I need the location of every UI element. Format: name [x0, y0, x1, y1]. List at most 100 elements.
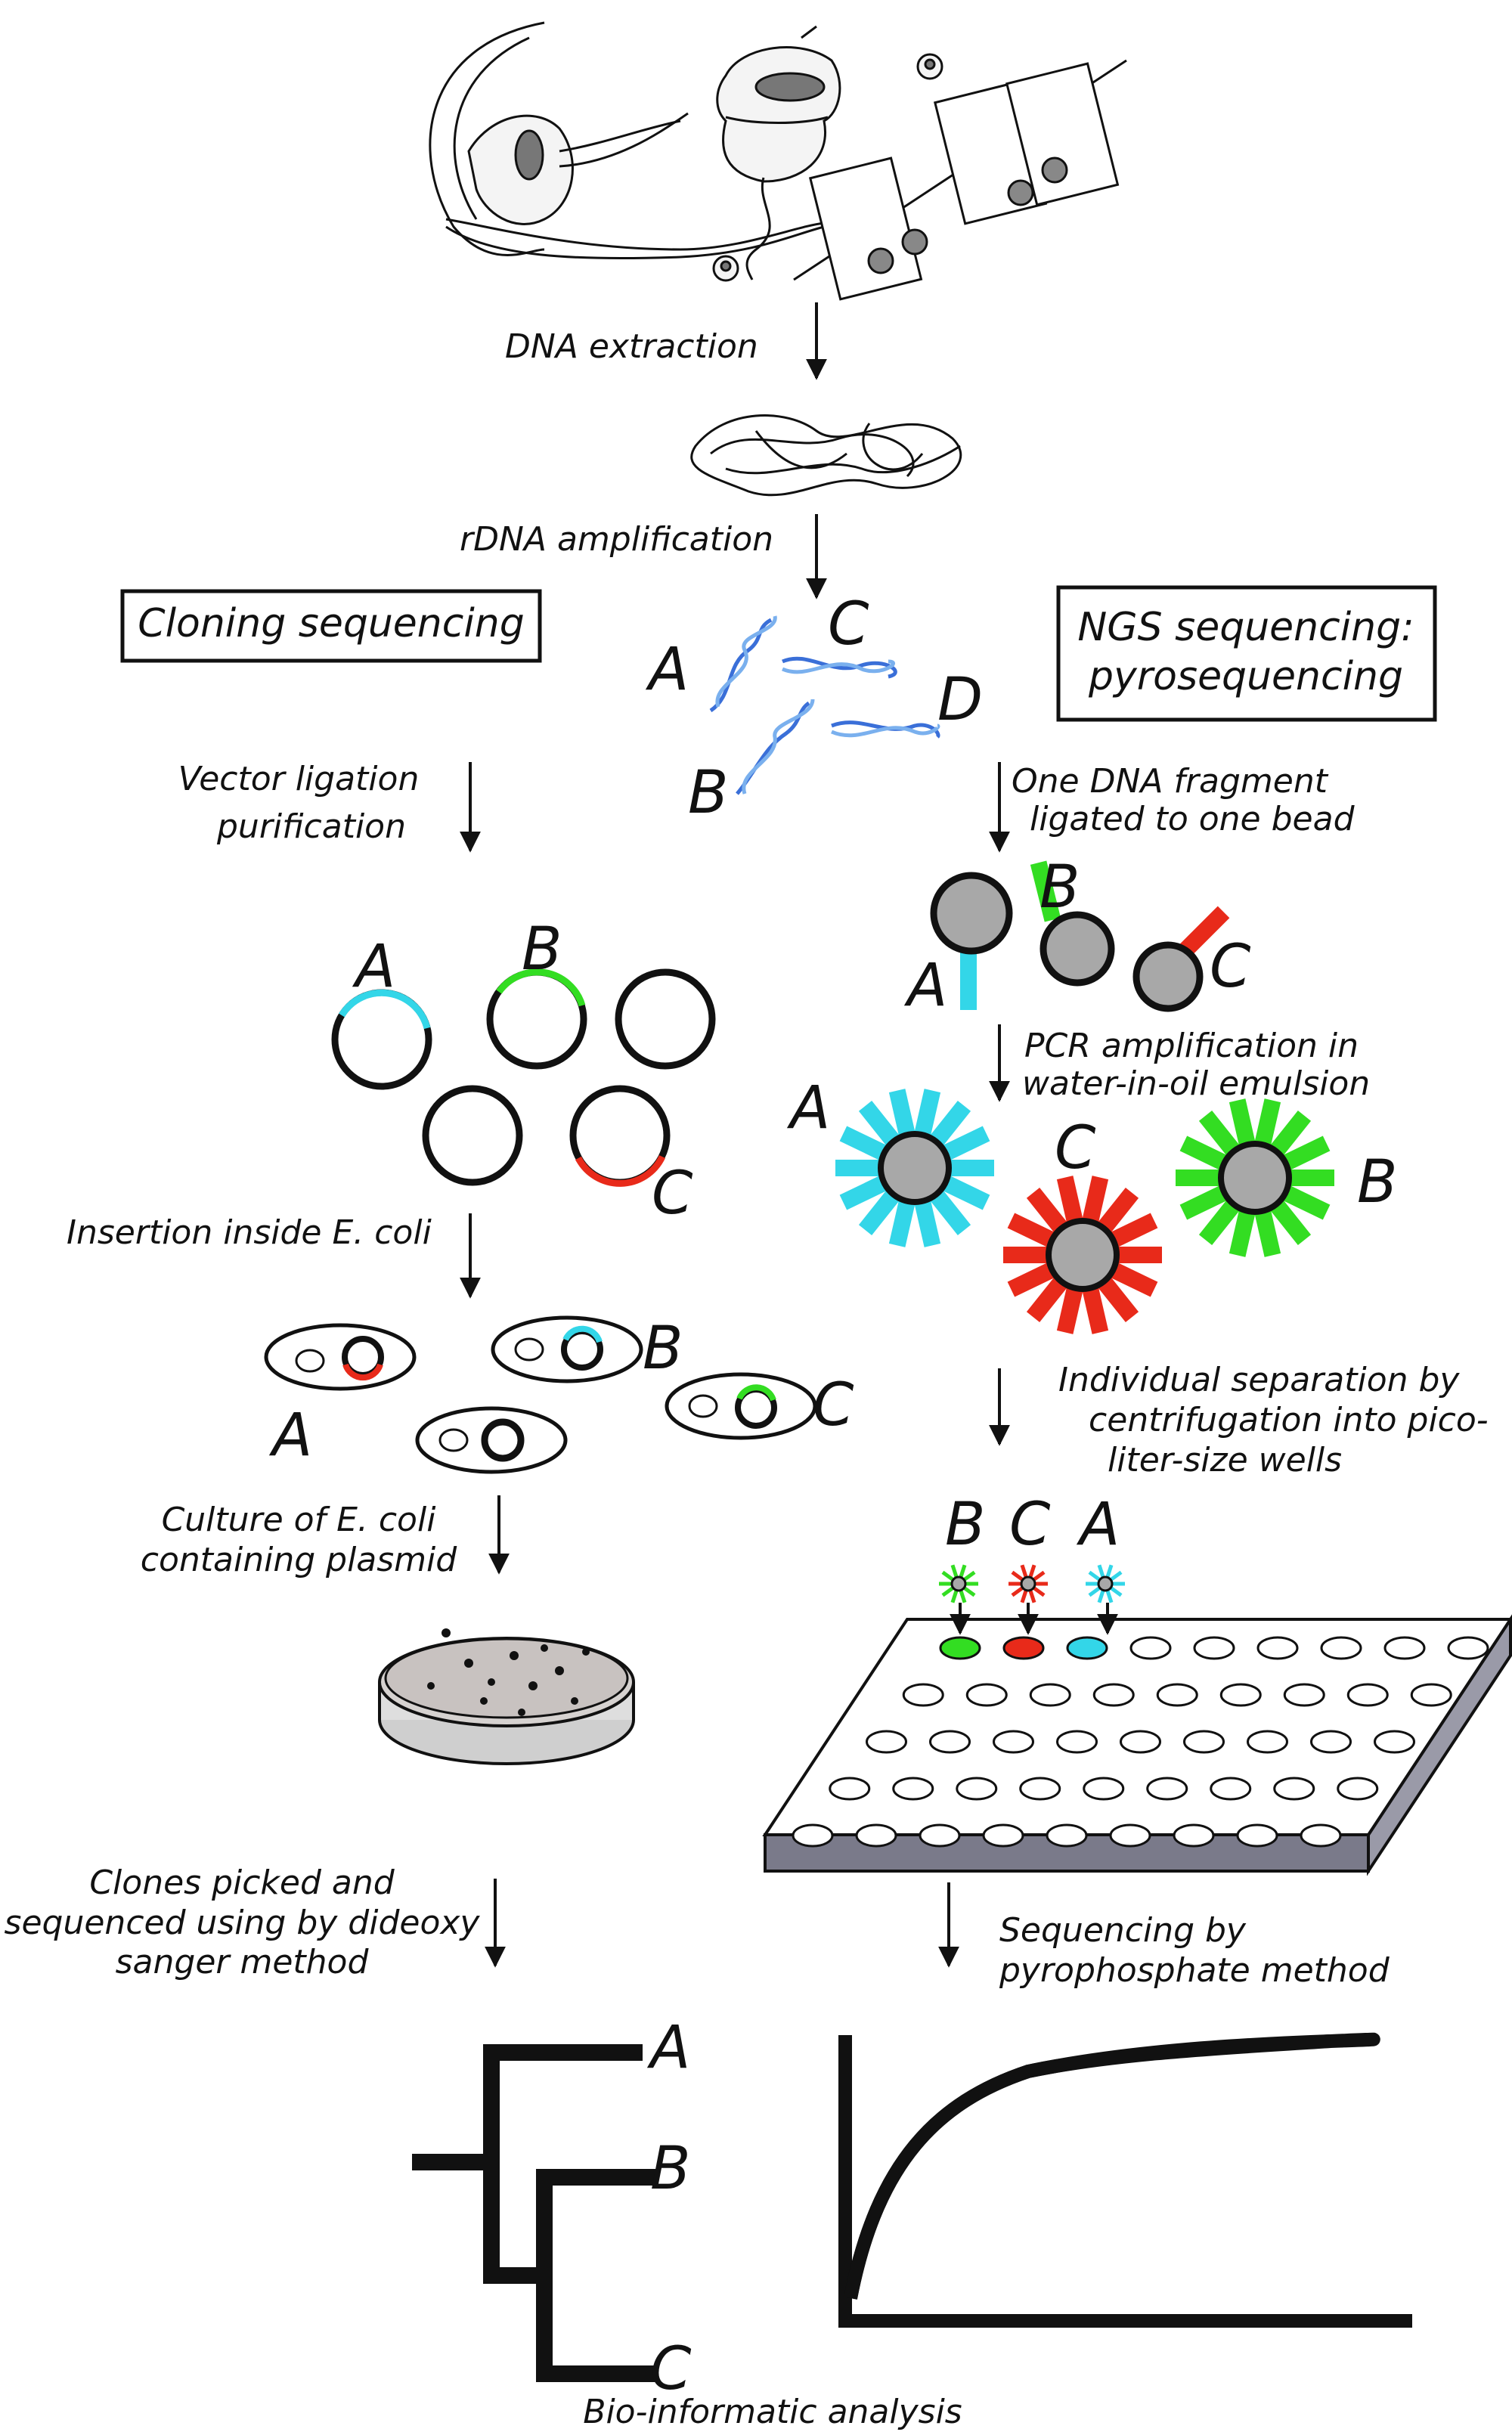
plasmid-label-b: B	[522, 915, 562, 984]
step-clones-line1: Clones picked and	[89, 1864, 395, 1902]
well	[1247, 1730, 1288, 1754]
plasmid-empty-1	[615, 968, 716, 1070]
bead-c	[1132, 941, 1204, 1012]
rarefaction-curve	[838, 2032, 1412, 2328]
ngs-title-line1: NGS sequencing:	[1077, 605, 1414, 650]
well	[1310, 1730, 1352, 1754]
ecoli-cell-empty	[415, 1406, 568, 1474]
well	[1046, 1823, 1088, 1848]
footer-bioinformatic: Bio-informatic analysis	[583, 2393, 962, 2431]
diatom-chain-drawing	[793, 59, 1127, 301]
well	[1210, 1777, 1252, 1801]
well	[1066, 1636, 1108, 1660]
well	[1383, 1636, 1426, 1660]
fragment-label-d: D	[937, 666, 983, 734]
dinoflagellate-left-drawing	[429, 21, 825, 260]
well	[892, 1777, 934, 1801]
step-fragment-bead-line1: One DNA fragment	[1012, 762, 1329, 801]
petri-dish	[378, 1628, 635, 1765]
ecoli-label-a: A	[268, 1402, 312, 1470]
single-beads	[930, 860, 1230, 1012]
step-culture-line2: containing plasmid	[141, 1541, 457, 1579]
well	[982, 1823, 1024, 1848]
fragment-label-c: C	[828, 590, 869, 658]
bead	[950, 1575, 967, 1592]
ngs-title-box	[1056, 585, 1437, 722]
step-pcr-line1: PCR amplification in	[1024, 1027, 1359, 1065]
well-label-c: C	[1009, 1491, 1051, 1559]
well	[1002, 1636, 1045, 1660]
fragment-label-b: B	[688, 759, 729, 827]
organisms-illustration	[429, 21, 1127, 301]
well-drop-arrows	[950, 1603, 1118, 1635]
well	[1173, 1823, 1215, 1848]
bead	[878, 1131, 952, 1205]
cloning-title-box	[120, 589, 542, 663]
plasmid-label-a: A	[352, 933, 395, 1001]
well	[929, 1730, 971, 1754]
well	[1236, 1823, 1278, 1848]
plate-top	[762, 1618, 1512, 1836]
step-separation-line2: centrifugation into pico-	[1089, 1401, 1489, 1439]
small-burst-c	[1009, 1564, 1048, 1603]
phylogenetic-tree	[412, 2044, 658, 2382]
well	[956, 1777, 998, 1801]
plasmid-a-insert	[339, 989, 431, 1030]
well	[1346, 1683, 1389, 1707]
bead-label-b: B	[1040, 854, 1080, 922]
well	[965, 1683, 1008, 1707]
well	[939, 1636, 981, 1660]
bead-a	[930, 872, 1013, 955]
bead-label-a: A	[903, 952, 947, 1020]
step-separation-line1: Individual separation by	[1058, 1361, 1460, 1399]
step-vector-ligation-line2: purification	[216, 807, 406, 846]
bead	[1218, 1141, 1292, 1215]
well	[1283, 1683, 1325, 1707]
well	[1056, 1730, 1098, 1754]
well	[1320, 1636, 1362, 1660]
step-rdna-amplification: rDNA amplification	[460, 520, 773, 559]
well	[1156, 1683, 1198, 1707]
step-dna-extraction: DNA extraction	[505, 327, 758, 366]
ecoli-label-c: C	[813, 1371, 854, 1439]
plasmids	[331, 968, 716, 1187]
small-bursts	[939, 1564, 1125, 1603]
plasmid-b-insert	[496, 968, 586, 1007]
ngs-title-line2: pyrosequencing	[1088, 654, 1403, 699]
ecoli-cell-a	[264, 1323, 417, 1391]
bead-label-c: C	[1210, 933, 1251, 1001]
amplified-bead-c	[1003, 1176, 1162, 1334]
plasmid-empty-2	[422, 1085, 523, 1186]
small-cells-drawing	[712, 53, 943, 282]
well	[1374, 1730, 1415, 1754]
bead-c-fragment	[1176, 906, 1230, 960]
tangled-dna-drawing	[690, 414, 962, 497]
ecoli-cell-b	[491, 1315, 643, 1383]
plate-wells	[792, 1636, 1489, 1848]
dinoflagellate-center-drawing	[716, 25, 841, 280]
well	[1219, 1683, 1262, 1707]
small-burst-a	[1086, 1564, 1125, 1603]
well	[1146, 1777, 1188, 1801]
well	[792, 1823, 834, 1848]
bead	[1097, 1575, 1114, 1592]
amplified-beads	[835, 1089, 1334, 1334]
step-pyro-line2: pyrophosphate method	[999, 1951, 1390, 1990]
well	[1109, 1823, 1151, 1848]
step-culture-line1: Culture of E. coli	[162, 1501, 437, 1539]
well	[993, 1730, 1034, 1754]
ecoli-cells	[264, 1315, 817, 1474]
picotiter-plate	[762, 1614, 1512, 1876]
plasmid-c-insert	[575, 1154, 666, 1187]
well	[1129, 1636, 1172, 1660]
bead-b	[1040, 911, 1115, 987]
well	[866, 1730, 907, 1754]
well	[1029, 1683, 1071, 1707]
step-separation-line3: liter-size wells	[1108, 1441, 1342, 1479]
step-clones-line2: sequenced using by dideoxy	[5, 1904, 481, 1942]
tree-label-b: B	[650, 2135, 691, 2203]
well-label-b: B	[945, 1491, 986, 1559]
dna-fragment-a	[709, 615, 777, 713]
bead	[1020, 1575, 1036, 1592]
amplified-label-a: A	[786, 1074, 830, 1142]
